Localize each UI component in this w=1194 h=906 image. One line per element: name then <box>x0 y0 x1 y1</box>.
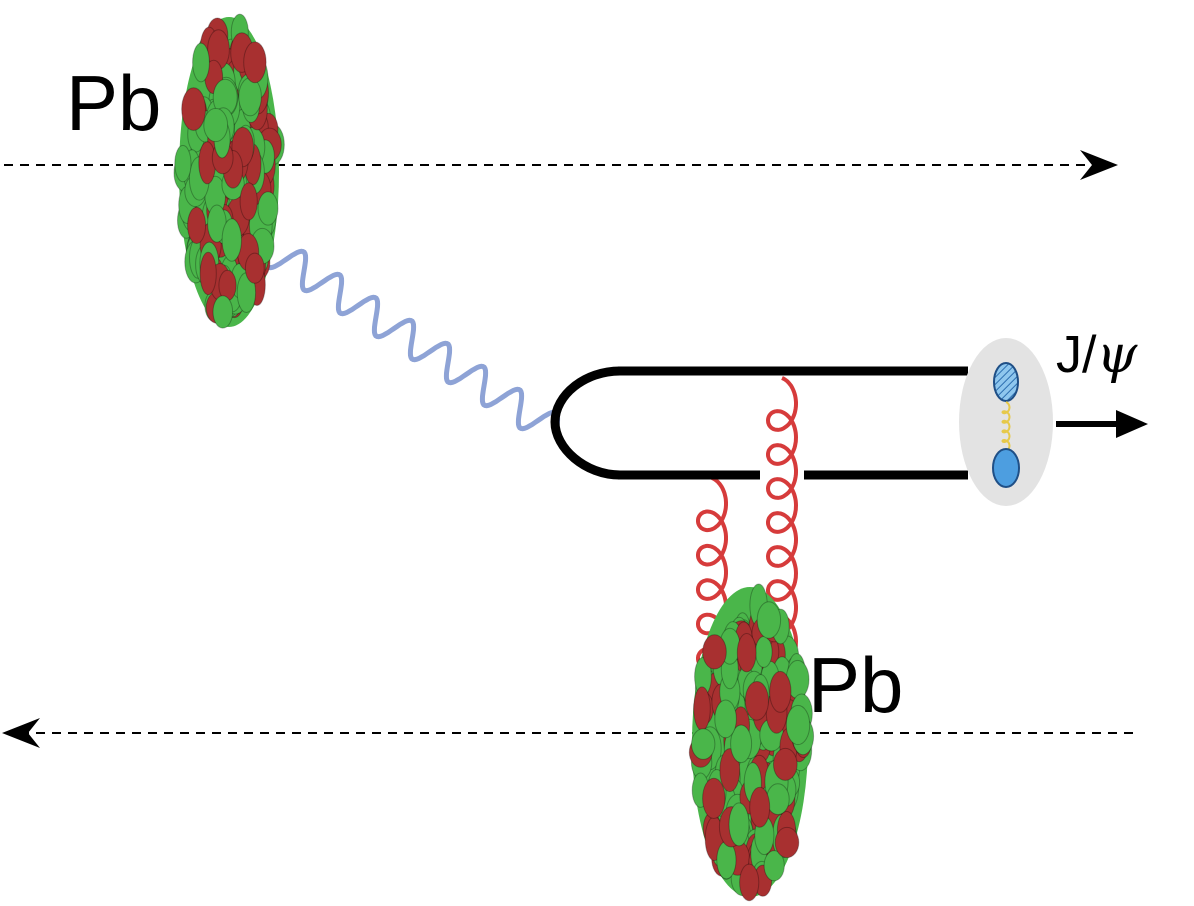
nucleon <box>212 295 234 329</box>
top-beam-arrowhead <box>1080 150 1118 180</box>
bottom-beam-arrowhead <box>2 718 40 748</box>
nucleon <box>199 251 217 296</box>
nucleon <box>714 699 737 739</box>
photon-line <box>263 245 561 435</box>
nucleon <box>192 42 210 83</box>
nucleon <box>736 633 757 673</box>
nucleon <box>203 107 229 143</box>
nucleon <box>244 252 265 284</box>
bottom-beam-line <box>2 718 1138 748</box>
lead-nucleus-icon <box>173 13 285 329</box>
nucleon <box>749 786 771 828</box>
top-beam-line <box>4 150 1118 180</box>
meson-arrow <box>1056 410 1148 438</box>
anticharm-quark <box>992 448 1020 488</box>
nucleon <box>702 777 726 820</box>
nucleon <box>239 182 258 221</box>
jpsi-meson-icon <box>959 338 1053 506</box>
top-nucleus-label: Pb <box>66 59 161 147</box>
nucleon <box>785 704 811 746</box>
nucleon <box>187 206 207 244</box>
nucleon <box>702 634 727 670</box>
nucleon <box>221 218 243 262</box>
nucleon <box>744 681 770 721</box>
nucleon <box>719 748 741 793</box>
nucleon <box>730 724 753 764</box>
nucleon <box>769 670 792 713</box>
quark-loop <box>550 366 968 480</box>
nucleon <box>181 87 207 131</box>
inner-gluon-line <box>1001 401 1011 453</box>
nucleon <box>174 144 192 183</box>
nucleon <box>728 802 750 847</box>
meson-label-prefix: J/ <box>1056 326 1097 384</box>
bottom-nucleus-label: Pb <box>808 641 903 729</box>
nucleon <box>243 41 267 84</box>
nucleon <box>756 601 782 639</box>
quark-loop-turn <box>550 366 625 480</box>
nucleon <box>739 863 760 902</box>
meson-label: J/ψ <box>1056 325 1138 385</box>
nucleon <box>693 686 711 731</box>
nucleon <box>691 728 716 760</box>
nucleon <box>773 747 798 781</box>
nucleon <box>238 77 262 117</box>
meson-label-symbol: ψ <box>1096 325 1138 385</box>
nucleon <box>257 191 279 226</box>
charm-quark <box>993 362 1019 402</box>
nucleon <box>763 850 785 882</box>
lead-nucleus-icon <box>688 583 815 902</box>
nucleon <box>774 826 800 859</box>
